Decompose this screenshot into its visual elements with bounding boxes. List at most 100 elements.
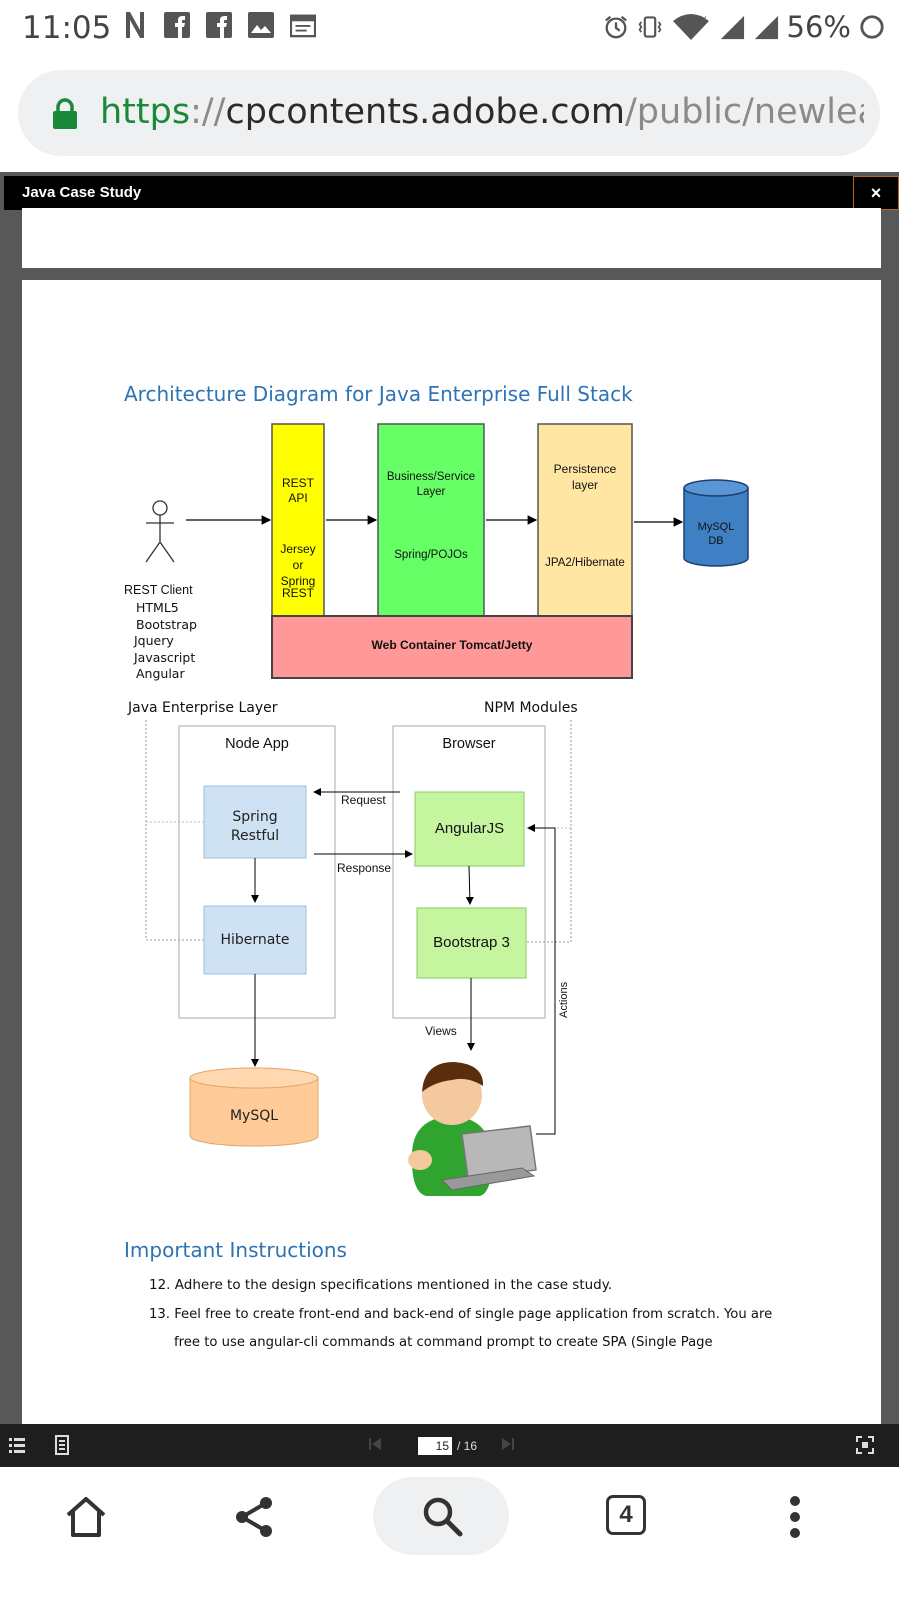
web-container-box bbox=[271, 615, 633, 679]
instruction-item: 12. Adhere to the design specifications … bbox=[149, 1271, 612, 1300]
search-icon bbox=[421, 1495, 465, 1544]
user-stick-figure bbox=[145, 500, 175, 563]
url-host: cpcontents.adobe.com bbox=[225, 92, 626, 132]
page-number-input[interactable]: 15 bbox=[418, 1437, 452, 1455]
client-tech-item: Javascript bbox=[134, 649, 196, 665]
instruction-item: free to use angular-cli commands at comm… bbox=[174, 1328, 713, 1357]
svg-text:x: x bbox=[701, 14, 707, 25]
address-bar[interactable]: https://cpcontents.adobe.com/public/newl… bbox=[18, 70, 880, 156]
status-time: 11:05 bbox=[22, 10, 112, 46]
jersey-label-line: or bbox=[292, 558, 304, 572]
calendar-icon bbox=[290, 10, 316, 40]
table-of-contents-icon[interactable] bbox=[8, 1436, 26, 1459]
persistence-label: Persistence layer bbox=[538, 461, 632, 493]
npm-modules-label: NPM Modules bbox=[484, 700, 578, 716]
browser-bottom-bar: 4 bbox=[0, 1467, 899, 1599]
alarm-icon bbox=[603, 12, 629, 42]
viewer-title: Java Case Study bbox=[22, 184, 142, 201]
thumbnails-icon[interactable] bbox=[54, 1435, 70, 1460]
mysql-db-label-line: DB bbox=[708, 535, 724, 547]
jersey-label-line: Spring bbox=[280, 574, 316, 588]
npm-modules-dotted-bracket bbox=[526, 720, 572, 943]
web-container-label: Web Container Tomcat/Jetty bbox=[371, 638, 533, 652]
page-total: / 16 bbox=[457, 1439, 478, 1453]
facebook-icon bbox=[206, 10, 232, 40]
angularjs-box bbox=[414, 791, 525, 867]
client-tech-item: HTML5 bbox=[136, 600, 179, 615]
jersey-label-line: REST bbox=[281, 586, 314, 600]
home-icon[interactable] bbox=[64, 1495, 108, 1544]
persistence-label-line: layer bbox=[571, 478, 598, 492]
angularjs-label: AngularJS bbox=[434, 820, 505, 837]
wifi-icon: x bbox=[671, 12, 711, 42]
signal-icon bbox=[719, 12, 745, 42]
business-label-line: Business/Service bbox=[386, 471, 476, 483]
instruction-text: Feel free to create front-end and back-e… bbox=[174, 1307, 773, 1322]
signal-icon bbox=[753, 12, 779, 42]
architecture-heading: Architecture Diagram for Java Enterprise… bbox=[124, 382, 633, 406]
instructions-heading: Important Instructions bbox=[124, 1238, 347, 1262]
angular-to-bootstrap-arrow bbox=[465, 865, 474, 905]
persistence-label-line: Persistence bbox=[553, 462, 617, 476]
views-label: Views bbox=[425, 1024, 457, 1038]
rest-api-box bbox=[271, 423, 325, 619]
battery-icon bbox=[859, 12, 885, 42]
bootstrap-box bbox=[416, 907, 527, 979]
url-text[interactable]: https://cpcontents.adobe.com/public/newl… bbox=[100, 92, 864, 132]
business-label-line: Layer bbox=[416, 486, 446, 498]
mysql-db-label: MySQL DB bbox=[684, 520, 748, 548]
jpa-label: JPA2/Hibernate bbox=[545, 557, 625, 569]
node-app-label: Node App bbox=[225, 736, 289, 752]
business-layer-label: Business/Service Layer bbox=[378, 470, 484, 500]
rest-client-label: REST Client bbox=[124, 583, 193, 597]
previous-page bbox=[22, 208, 881, 268]
bootstrap-label: Bootstrap 3 bbox=[433, 934, 510, 951]
mysql-cylinder bbox=[189, 1067, 319, 1147]
request-label: Request bbox=[341, 793, 386, 807]
close-button[interactable]: × bbox=[853, 176, 899, 210]
document-page: Architecture Diagram for Java Enterprise… bbox=[22, 280, 881, 1425]
status-bar: 11:05 x 56% bbox=[0, 0, 899, 56]
vibrate-icon bbox=[637, 12, 663, 42]
tab-count: 4 bbox=[619, 1501, 633, 1528]
n-icon bbox=[122, 10, 148, 40]
spring-restful-box bbox=[203, 785, 307, 859]
search-button[interactable] bbox=[373, 1477, 509, 1555]
lock-icon bbox=[52, 98, 78, 135]
fullscreen-icon[interactable] bbox=[856, 1436, 874, 1459]
business-layer-box bbox=[377, 423, 485, 619]
java-layer-dotted-bracket bbox=[145, 720, 204, 941]
share-icon[interactable] bbox=[232, 1495, 276, 1544]
mysql-label: MySQL bbox=[229, 1108, 279, 1124]
rest-api-label-line: API bbox=[288, 491, 308, 505]
rest-api-label-line: REST bbox=[281, 476, 314, 490]
spring-restful-line: Spring bbox=[232, 809, 278, 825]
persistence-layer-box bbox=[537, 423, 633, 619]
response-label: Response bbox=[337, 861, 392, 875]
viewer-title-bar: Java Case Study × bbox=[4, 176, 899, 210]
more-options-icon[interactable] bbox=[788, 1495, 802, 1544]
spring-restful-line: Restful bbox=[230, 828, 280, 844]
url-separator: :// bbox=[190, 92, 226, 132]
node-app-container bbox=[178, 725, 336, 1019]
notification-icons bbox=[122, 10, 316, 40]
instruction-number: 13. bbox=[149, 1307, 170, 1322]
battery-percent: 56% bbox=[786, 10, 851, 44]
hibernate-label: Hibernate bbox=[220, 932, 290, 948]
viewer-toolbar: 15 / 16 bbox=[0, 1424, 899, 1467]
instruction-item: 13. Feel free to create front-end and ba… bbox=[149, 1300, 772, 1329]
instruction-number: 12. bbox=[149, 1277, 171, 1293]
system-icons: x 56% bbox=[603, 10, 885, 44]
tabs-button[interactable]: 4 bbox=[606, 1495, 646, 1535]
url-path: /public/newleai bbox=[625, 92, 864, 132]
client-tech-list: HTML5 Bootstrap Jquery Javascript Angula… bbox=[134, 600, 197, 683]
hibernate-box bbox=[203, 905, 307, 975]
person-laptop-illustration bbox=[408, 1062, 537, 1196]
mysql-db-cylinder bbox=[683, 479, 749, 567]
client-tech-item: Jquery bbox=[134, 633, 174, 648]
last-page-icon[interactable] bbox=[500, 1436, 516, 1457]
instruction-text: free to use angular-cli commands at comm… bbox=[174, 1335, 713, 1350]
java-layer-label: Java Enterprise Layer bbox=[128, 700, 278, 716]
instruction-text: Adhere to the design specifications ment… bbox=[174, 1277, 613, 1293]
first-page-icon[interactable] bbox=[367, 1436, 383, 1457]
